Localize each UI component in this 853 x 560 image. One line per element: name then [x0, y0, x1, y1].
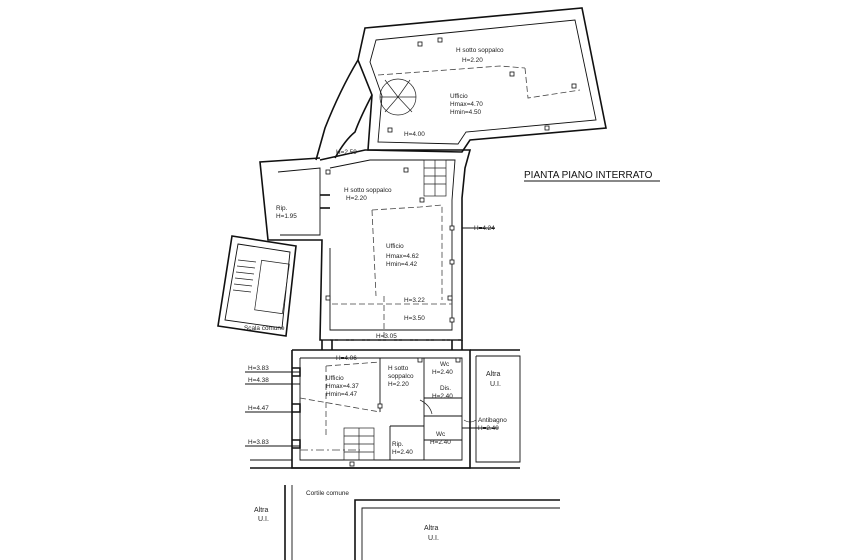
labels: H sotto soppalco H=2.20 Ufficio Hmax=4.7… [244, 47, 507, 542]
scala-comune-walls [217, 235, 297, 337]
label-ufficio-bot: Ufficio [326, 375, 344, 382]
label-wc2-h: H=2.40 [430, 439, 451, 446]
label-ufficio-top-hmax: Hmax=4.70 [450, 101, 483, 108]
label-cortile: Cortile comune [306, 490, 349, 497]
label-ufficio-bot-hmin: Hmin=4.47 [326, 391, 358, 398]
label-ufficio-bot-hmax: Hmax=4.37 [326, 383, 359, 390]
label-rip-left: Rip. [276, 205, 288, 212]
label-altra-ui-left: Altra [254, 507, 269, 514]
label-h424: H=4.24 [474, 225, 495, 232]
label-dis-h: H=2.40 [432, 393, 453, 400]
top-block-walls [315, 7, 607, 161]
label-h383: H=3.83 [248, 365, 269, 372]
label-wc2: Wc [436, 431, 446, 438]
label-h305: H=3.05 [376, 333, 397, 340]
plan-title-group: PIANTA PIANO INTERRATO [524, 170, 660, 182]
label-wc1-h: H=2.40 [432, 369, 453, 376]
label-h322: H=3.22 [404, 297, 425, 304]
label-soppalco-bot2: soppalco [388, 373, 414, 380]
label-ufficio-top: Ufficio [450, 93, 468, 100]
label-h259: H=2.59 [336, 149, 357, 156]
label-h400: H=4.00 [404, 131, 425, 138]
label-soppalco-mid: H sotto soppalco [344, 187, 392, 194]
label-altra-ui-left2: U.I. [258, 516, 269, 523]
height-tick-lines [245, 227, 498, 447]
label-soppalco-bot: H sotto [388, 365, 409, 372]
label-ufficio-mid: Ufficio [386, 243, 404, 250]
label-rip-bot-h: H=2.40 [392, 449, 413, 456]
label-h438: H=4.38 [248, 377, 269, 384]
label-h350: H=3.50 [404, 315, 425, 322]
mid-block-walls [259, 149, 472, 341]
label-wc1: Wc [440, 361, 450, 368]
label-soppalco-mid-h: H=2.20 [346, 195, 367, 202]
label-ufficio-mid-hmin: Hmin=4.42 [386, 261, 418, 268]
label-rip-left-h: H=1.95 [276, 213, 297, 220]
label-rip-bot: Rip. [392, 441, 404, 448]
bottom-block-walls [250, 340, 521, 469]
label-soppalco-bot-h: H=2.20 [388, 381, 409, 388]
label-altra-ui-bot2: U.I. [428, 535, 439, 542]
label-ufficio-top-hmin: Hmin=4.50 [450, 109, 482, 116]
label-altra-ui-right2: U.I. [490, 381, 501, 388]
plan-title: PIANTA PIANO INTERRATO [524, 170, 653, 181]
label-antibagno-h: H=2.40 [478, 425, 499, 432]
label-h383b: H=3.83 [248, 439, 269, 446]
label-soppalco-top-h: H=2.20 [462, 57, 483, 64]
label-ufficio-mid-hmax: Hmax=4.62 [386, 253, 419, 260]
label-dis: Dis. [440, 385, 451, 392]
label-h406: H=4.06 [336, 355, 357, 362]
label-altra-ui-bot: Altra [424, 525, 439, 532]
label-altra-ui-right: Altra [486, 371, 501, 378]
label-h447: H=4.47 [248, 405, 269, 412]
label-scala-comune: Scala comune [244, 325, 285, 332]
label-soppalco-top: H sotto soppalco [456, 47, 504, 54]
label-antibagno: Antibagno [478, 417, 507, 424]
outside-walls [284, 485, 560, 560]
